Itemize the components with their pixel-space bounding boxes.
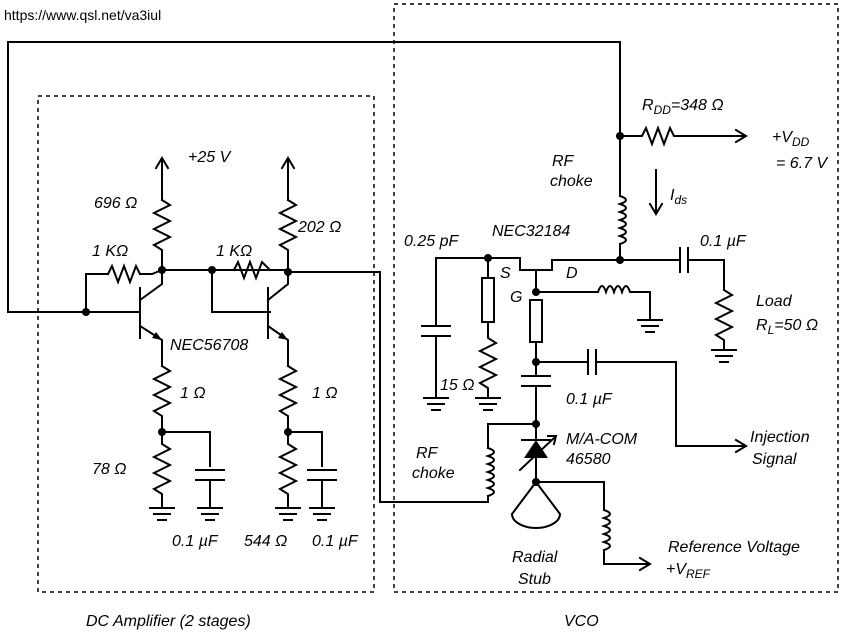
pin-g-label: G — [510, 289, 522, 306]
reference-voltage-label: Reference Voltage — [668, 539, 800, 556]
rl-label: RL=50 Ω — [756, 317, 818, 337]
vco-wiring — [421, 125, 748, 572]
r-top2-label: 202 Ω — [297, 219, 341, 236]
varactor-label-line2: 46580 — [566, 451, 611, 468]
dc-amplifier-title: DC Amplifier (2 stages) — [86, 613, 251, 630]
pin-s-label: S — [500, 265, 511, 282]
vco-title: VCO — [564, 613, 599, 630]
radial-stub-line1: Radial — [512, 549, 558, 566]
rf-choke-top-line2: choke — [550, 173, 593, 190]
vdd-value: = 6.7 V — [776, 155, 828, 172]
injection-label-line2: Signal — [752, 451, 797, 468]
cap-inj-label: 0.1 µF — [566, 391, 613, 408]
rdd-label: RDD=348 Ω — [642, 97, 724, 117]
pin-d-label: D — [566, 265, 578, 282]
vco-nodes — [484, 132, 624, 486]
supply-label: +25 V — [188, 149, 232, 166]
r-em2-label: 1 Ω — [312, 385, 338, 402]
radial-stub-line2: Stub — [518, 571, 551, 588]
transistor-label: NEC56708 — [170, 337, 248, 354]
cap-out-label: 0.1 µF — [700, 233, 747, 250]
vdd-label: +VDD — [772, 129, 810, 149]
vref-label: +VREF — [666, 561, 711, 581]
r-bot1-label: 78 Ω — [92, 461, 126, 478]
rf-choke-bottom-line1: RF — [416, 445, 439, 462]
source-url: https://www.qsl.net/va3iul — [4, 7, 161, 23]
fet-label: NEC32184 — [492, 223, 570, 240]
r-bot2-label: 544 Ω — [244, 533, 287, 550]
rf-choke-top-line1: RF — [552, 153, 575, 170]
rf-choke-bottom-line2: choke — [412, 465, 455, 482]
r-fb2-label: 1 KΩ — [216, 243, 252, 260]
dc-amplifier-box — [37, 95, 375, 593]
injection-label-line1: Injection — [750, 429, 810, 446]
r-gate-label: 15 Ω — [440, 377, 474, 394]
vco-box — [393, 3, 839, 593]
dc-amplifier-wiring — [7, 41, 621, 521]
cap1-label: 0.1 µF — [172, 533, 219, 550]
cap-gate-label: 0.25 pF — [404, 233, 459, 250]
dc-amplifier-nodes — [82, 266, 292, 436]
varactor-label-line1: M/A-COM — [566, 431, 638, 448]
cap2-label: 0.1 µF — [312, 533, 359, 550]
ids-label: Ids — [670, 187, 687, 207]
r-top1-label: 696 Ω — [94, 195, 137, 212]
r-fb1-label: 1 KΩ — [92, 243, 128, 260]
load-label: Load — [756, 293, 793, 310]
r-em1-label: 1 Ω — [180, 385, 206, 402]
